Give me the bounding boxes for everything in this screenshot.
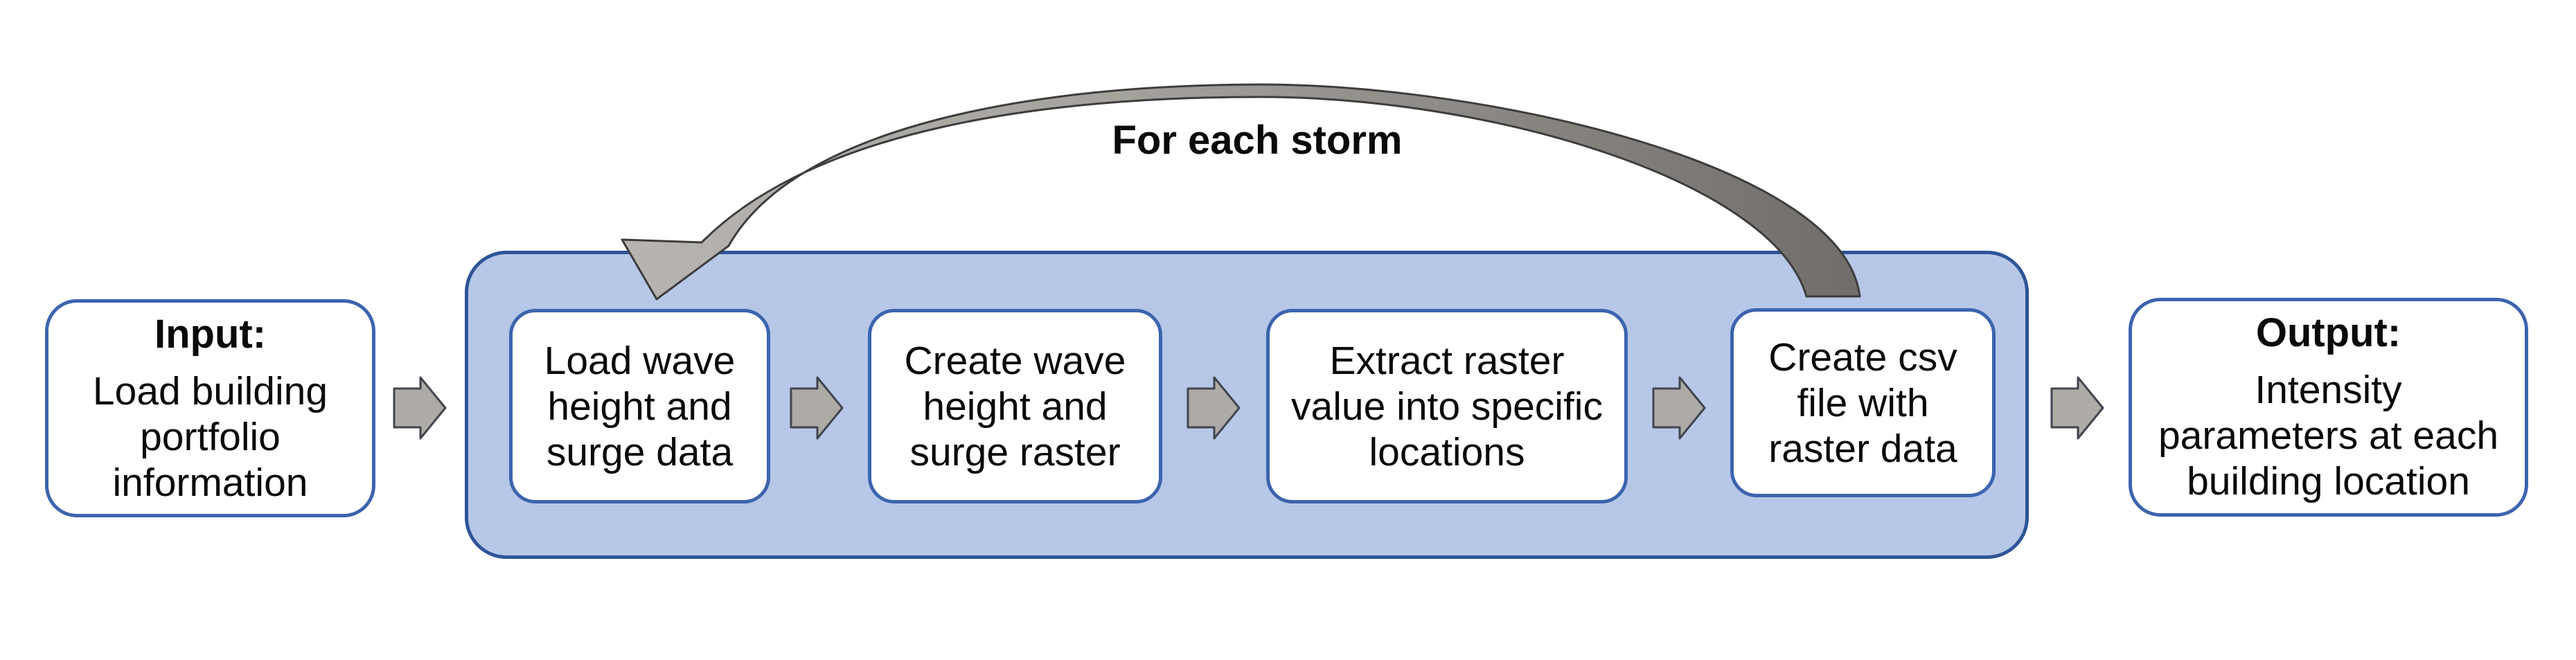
output-title: Output: [2255, 310, 2401, 355]
input-line: information [112, 460, 308, 505]
step-line: file with [1797, 380, 1929, 425]
step-line: Create wave [904, 338, 1126, 383]
input-box: Input: Load building portfolio informati… [45, 299, 375, 517]
output-box: Output: Intensity parameters at each bui… [2129, 298, 2528, 517]
step-line: surge data [546, 429, 734, 474]
flow-arrow-right-icon [393, 376, 447, 440]
step-box-create-raster: Create wave height and surge raster [868, 309, 1162, 503]
step-line: value into specific [1291, 384, 1603, 429]
loop-label: For each storm [1112, 118, 1403, 163]
step-line: locations [1369, 429, 1525, 474]
output-line: parameters at each [2158, 413, 2499, 458]
flow-arrow-right-icon [2050, 376, 2104, 440]
step-line: surge raster [909, 429, 1121, 474]
input-line: portfolio [140, 414, 281, 459]
step-line: height and [923, 384, 1108, 429]
step-line: Load wave [544, 338, 736, 383]
step-box-create-csv: Create csv file with raster data [1730, 308, 1996, 497]
input-line: Load building [92, 368, 328, 413]
output-line: Intensity [2255, 368, 2402, 412]
step-line: Create csv [1768, 335, 1957, 380]
step-line: Extract raster [1329, 338, 1565, 383]
input-title: Input: [154, 311, 267, 357]
output-line: building location [2187, 459, 2470, 503]
step-line: raster data [1768, 426, 1957, 471]
step-box-load-wave-data: Load wave height and surge data [509, 309, 770, 503]
step-line: height and [547, 384, 732, 429]
step-box-extract-raster-value: Extract raster value into specific locat… [1266, 309, 1628, 503]
